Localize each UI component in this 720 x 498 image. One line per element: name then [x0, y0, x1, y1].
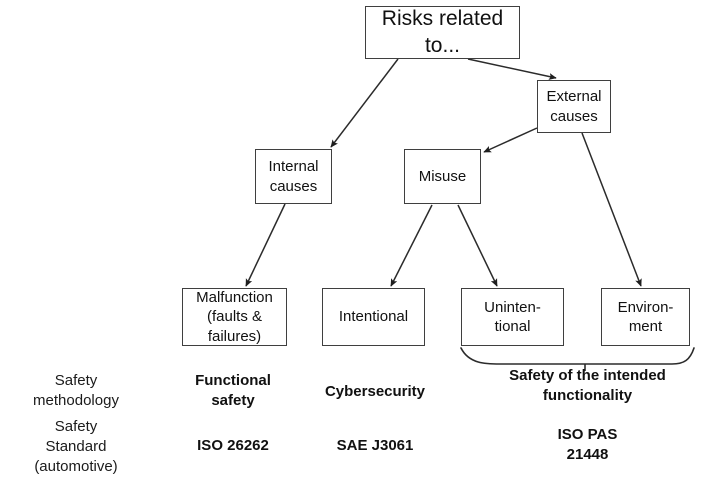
edge-misuse-to-unintentional: [457, 204, 498, 287]
node-label: Environ- ment: [617, 298, 674, 335]
methodology-cybersecurity: Cybersecurity: [324, 383, 426, 400]
edge-root-to-external: [467, 58, 557, 80]
node-label: Risks related to...: [381, 6, 504, 57]
standard-iso-pas-21448: ISO PAS 21448: [557, 426, 618, 463]
node-malfunction[interactable]: Malfunction (faults & failures): [182, 288, 287, 346]
methodology-functional-safety: Functional safety: [195, 372, 271, 409]
node-label: Internal causes: [268, 158, 319, 195]
node-internal-causes[interactable]: Internal causes: [255, 149, 332, 204]
node-label: Malfunction (faults & failures): [196, 289, 273, 345]
node-label: Intentional: [338, 308, 409, 326]
node-environment[interactable]: Environ- ment: [601, 288, 690, 346]
edge-internal-to-malfunction: [245, 203, 286, 287]
edge-external-to-environment: [581, 132, 642, 287]
node-label: Misuse: [418, 167, 467, 185]
methodology-sotif: Safety of the intended functionality: [509, 367, 666, 404]
edge-root-to-internal: [330, 58, 399, 148]
node-external-causes[interactable]: External causes: [537, 80, 611, 133]
row-label-safety-methodology: Safety methodology: [33, 372, 119, 409]
node-label: Uninten- tional: [484, 298, 541, 335]
node-unintentional[interactable]: Uninten- tional: [461, 288, 564, 346]
node-misuse[interactable]: Misuse: [404, 149, 481, 204]
node-intentional[interactable]: Intentional: [322, 288, 425, 346]
row-label-safety-standard: Safety Standard (automotive): [34, 418, 118, 475]
standard-iso-26262: ISO 26262: [197, 437, 269, 454]
edge-external-to-misuse: [483, 127, 538, 153]
node-risks-related-to[interactable]: Risks related to...: [365, 6, 520, 59]
standard-sae-j3061: SAE J3061: [336, 437, 414, 454]
edge-misuse-to-intentional: [390, 204, 433, 287]
sotif-grouping-brace: [460, 347, 695, 365]
node-label: External causes: [546, 88, 602, 125]
